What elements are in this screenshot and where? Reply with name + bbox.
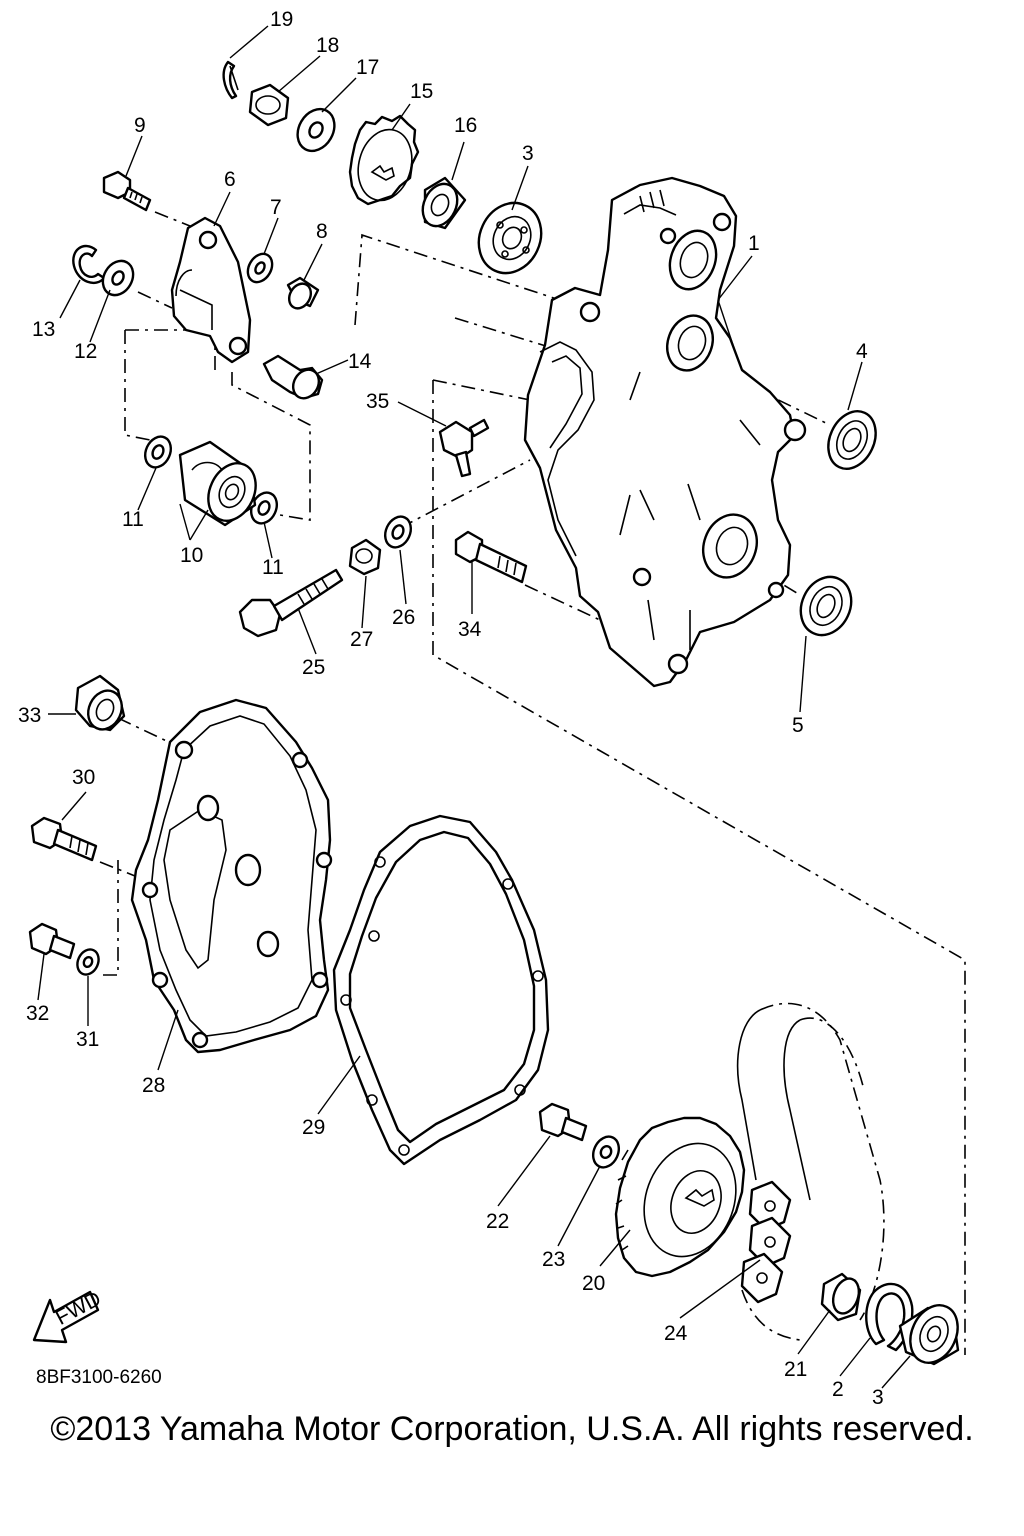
washer-7: [246, 252, 274, 284]
callout-4: 4: [856, 340, 868, 363]
callout-20: 20: [582, 1272, 605, 1295]
callout-12: 12: [74, 340, 97, 363]
callout-29: 29: [302, 1116, 325, 1139]
bolt-34: [454, 530, 528, 584]
callout-26: 26: [392, 606, 415, 629]
leader-lines: [37, 25, 911, 1389]
callout-5: 5: [792, 714, 804, 737]
bolt-9: [102, 170, 152, 212]
callout-18: 18: [316, 34, 339, 57]
fwd-label: FWD: [52, 1287, 105, 1330]
circlip-13: [72, 244, 106, 285]
callout-3-bottom: 3: [872, 1386, 884, 1409]
oil-seal-5: [799, 575, 853, 637]
collar-21: [820, 1272, 862, 1322]
washer-31: [76, 948, 100, 976]
part-code: 8BF3100-6260: [36, 1367, 162, 1388]
callout-35: 35: [366, 390, 389, 413]
callout-21: 21: [784, 1358, 807, 1381]
washer-11-left: [143, 435, 173, 469]
callout-2: 2: [832, 1378, 844, 1401]
bolt-25: [238, 568, 344, 638]
seal-33: [74, 674, 126, 732]
callout-31: 31: [76, 1028, 99, 1051]
sprocket-15: [348, 114, 420, 206]
callout-30: 30: [72, 766, 95, 789]
callout-3-top: 3: [522, 142, 534, 165]
chain-24: [736, 1002, 885, 1341]
callout-1: 1: [748, 232, 760, 255]
sprocket-20: [614, 1116, 746, 1278]
bearing-10: [178, 440, 257, 527]
shaft-14: [262, 354, 324, 400]
callout-25: 25: [302, 656, 325, 679]
callout-28: 28: [142, 1074, 165, 1097]
bolt-22: [538, 1102, 588, 1142]
washer-12: [101, 259, 135, 297]
bearing-3-top: [477, 201, 543, 275]
callout-17: 17: [356, 56, 379, 79]
fitting-35: [438, 418, 490, 478]
case-1: [523, 176, 807, 688]
callout-16: 16: [454, 114, 477, 137]
callout-33: 33: [18, 704, 41, 727]
callout-11-right: 11: [262, 556, 284, 579]
bearing-3-bottom: [898, 1304, 960, 1366]
callout-27: 27: [350, 628, 373, 651]
callout-6: 6: [224, 168, 236, 191]
callout-10: 10: [180, 544, 203, 567]
nut-27: [348, 538, 382, 576]
callout-24: 24: [664, 1322, 688, 1345]
callout-8: 8: [316, 220, 328, 243]
callout-7: 7: [270, 196, 282, 219]
callout-11-left: 11: [122, 508, 144, 531]
cover-28: [130, 698, 333, 1054]
oil-seal-4: [827, 410, 877, 470]
callout-22: 22: [486, 1210, 509, 1233]
callout-labels: 19 18 17 15 16 3 9 6 7 8 1 13 12 14 4 35…: [18, 8, 884, 1409]
bolt-32: [28, 922, 76, 960]
callout-15: 15: [410, 80, 433, 103]
washer-23: [591, 1135, 621, 1169]
bolt-30: [30, 816, 98, 862]
bracket-6: [170, 216, 252, 364]
callout-23: 23: [542, 1248, 565, 1271]
callout-34: 34: [458, 618, 482, 641]
callout-32: 32: [26, 1002, 49, 1025]
callout-14: 14: [348, 350, 372, 373]
assembly-guide-lines: [99, 211, 966, 1355]
nut-18: [248, 83, 290, 127]
washer-17: [296, 107, 336, 153]
gasket-29: [332, 814, 550, 1166]
copyright-notice: ©2013 Yamaha Motor Corporation, U.S.A. A…: [50, 1410, 974, 1448]
washer-26: [383, 515, 413, 549]
cotter-pin-19: [222, 60, 239, 100]
collar-16: [421, 176, 467, 230]
plug-8: [286, 276, 320, 310]
callout-9: 9: [134, 114, 146, 137]
callout-19: 19: [270, 8, 293, 31]
callout-13: 13: [32, 318, 55, 341]
fwd-arrow-icon: FWD: [32, 1287, 105, 1344]
